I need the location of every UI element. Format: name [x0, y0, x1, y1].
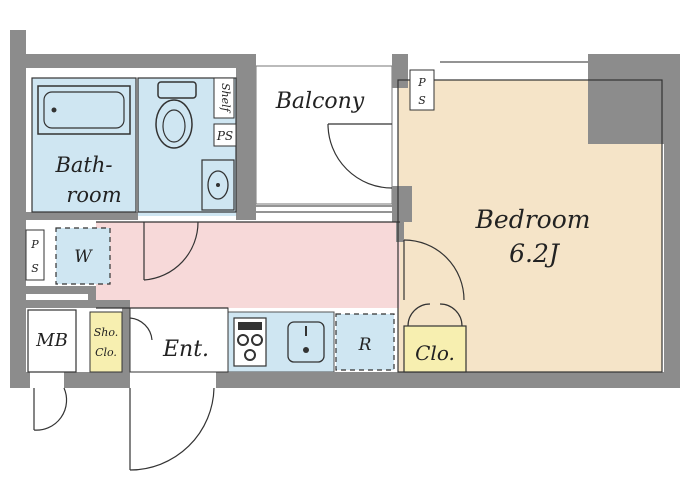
meter-box-label: MB	[35, 330, 68, 351]
shelf-label: Shelf	[219, 83, 232, 114]
shelf-box	[213, 77, 235, 119]
balcony-floor	[255, 65, 393, 205]
entrance-area	[129, 307, 229, 373]
stove-icon	[233, 317, 267, 367]
bathtub-icon	[37, 85, 131, 135]
refrigerator-box	[335, 313, 395, 371]
toilet-icon	[155, 81, 197, 149]
balcony-label: Balcony	[275, 89, 365, 114]
ps-box-top	[409, 69, 435, 111]
wash-basin-icon	[201, 159, 235, 211]
bedroom-size-label: 6.2J	[509, 239, 561, 268]
ps-box-toilet	[213, 123, 237, 147]
room-outlines	[31, 77, 663, 373]
shoe-closet-box	[89, 311, 123, 373]
closet-box	[403, 325, 467, 373]
ps-top-p: P	[417, 76, 426, 89]
corridor-floor	[96, 222, 400, 308]
washer-label: W	[74, 247, 93, 267]
bedroom-label: Bedroom	[475, 205, 591, 234]
bathroom-label-2: room	[66, 183, 121, 207]
refrigerator-label: R	[358, 335, 372, 355]
bathroom-label-1: Bath-	[54, 153, 112, 177]
entrance-label: Ent.	[162, 337, 209, 362]
sliding-window	[256, 61, 588, 213]
ps-label-toilet: PS	[216, 129, 233, 143]
shoe-closet-line2: Clo.	[95, 346, 117, 359]
ps-left-s: S	[31, 262, 39, 275]
kitchen-sink-icon	[287, 321, 325, 363]
doors	[33, 123, 465, 471]
meter-box	[27, 309, 77, 373]
washer-box	[55, 227, 111, 285]
ps-left-p: P	[30, 238, 39, 251]
shoe-closet-line1: Sho.	[94, 326, 119, 339]
ps-top-s: S	[418, 94, 426, 107]
ps-box-left	[25, 229, 45, 281]
closet-label: Clo.	[415, 341, 455, 365]
walls	[10, 30, 680, 388]
